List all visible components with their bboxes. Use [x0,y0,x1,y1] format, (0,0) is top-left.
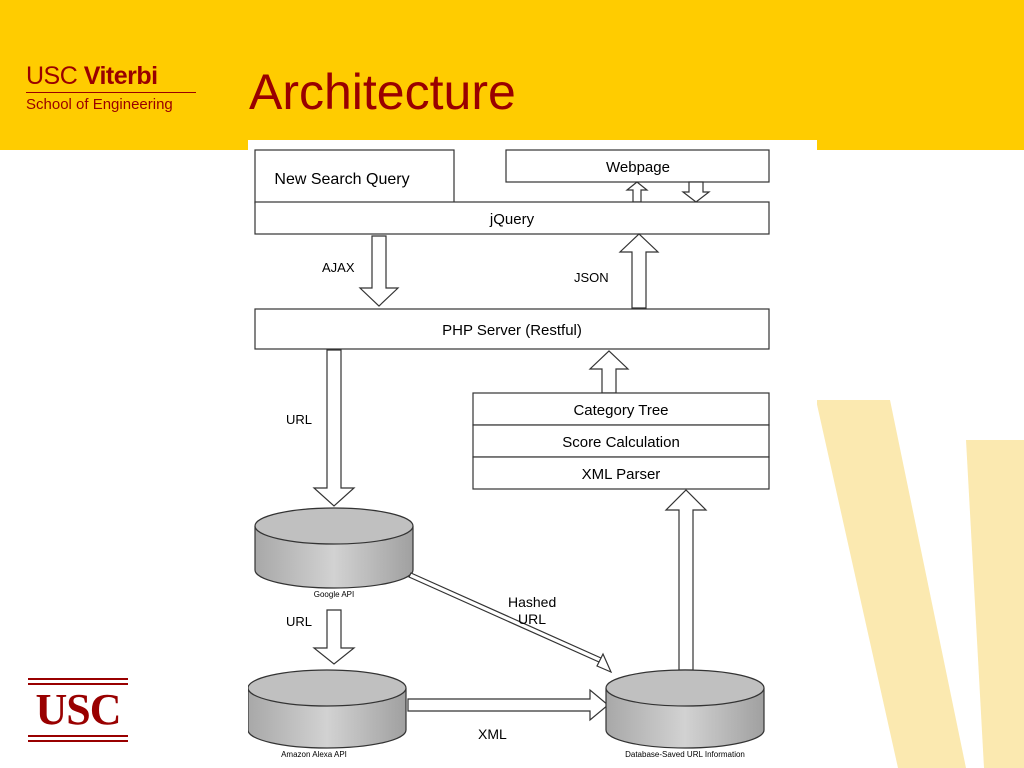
jquery-box [254,201,770,235]
xml-label: XML [478,726,507,742]
xml-parser-label: XML Parser [582,466,661,483]
watermark-v-shape-right [966,440,1024,768]
php-server-box [254,308,770,350]
usc-logo-rule [28,740,128,742]
jquery-label: jQuery [489,211,535,228]
url-arrow-1 [312,349,356,507]
database-label: Database-Saved URL Information [625,750,745,759]
webpage-box [505,149,770,183]
logo-viterbi-text: Viterbi [83,62,158,90]
usc-logo-word: USC [35,685,121,734]
hashed-label: Hashed [508,594,556,610]
xml-arrow [407,688,609,722]
ajax-arrow [358,235,400,307]
hashed-url-label: URL [518,611,546,627]
url-label-2: URL [286,614,312,629]
php-up-arrow [588,350,630,394]
usc-viterbi-logo: USC Viterbi School of Engineering [26,62,201,122]
database-up-arrow [664,489,708,671]
slide-title: Architecture [249,64,516,120]
json-arrow [618,233,660,309]
usc-logo: USC [28,678,128,744]
new-search-query-label: New Search Query [274,171,409,188]
watermark-v-shape [816,400,966,768]
database-cylinder [605,669,765,749]
logo-school-text: School of Engineering [26,96,173,113]
usc-logo-rule [28,735,128,737]
logo-usc-text: USC [26,62,78,90]
architecture-diagram: New Search Query Webpage jQuery AJAX JSO… [248,140,817,764]
header-band [0,0,1024,150]
score-calculation-box [472,424,770,458]
up-arrow-small [625,181,649,203]
php-server-label: PHP Server (Restful) [442,322,582,339]
logo-rule [26,92,196,93]
score-calculation-label: Score Calculation [562,434,680,451]
down-arrow-small [681,181,711,203]
json-label: JSON [574,270,609,285]
google-api-cylinder [254,507,414,589]
usc-logo-rule [28,683,128,685]
usc-logo-rule [28,678,128,680]
logo-line1: USC Viterbi [26,62,201,90]
amazon-alexa-label: Amazon Alexa API [281,750,347,759]
url-arrow-2 [312,609,356,665]
google-api-label: Google API [314,590,354,599]
new-search-query-box [254,149,455,204]
url-label-1: URL [286,412,312,427]
webpage-label: Webpage [606,159,670,176]
hashed-url-arrow [408,572,613,674]
amazon-alexa-cylinder [248,669,407,749]
category-tree-label: Category Tree [573,402,668,419]
viterbi-v-watermark [816,400,1024,768]
xml-parser-box [472,456,770,490]
ajax-label: AJAX [322,260,355,275]
